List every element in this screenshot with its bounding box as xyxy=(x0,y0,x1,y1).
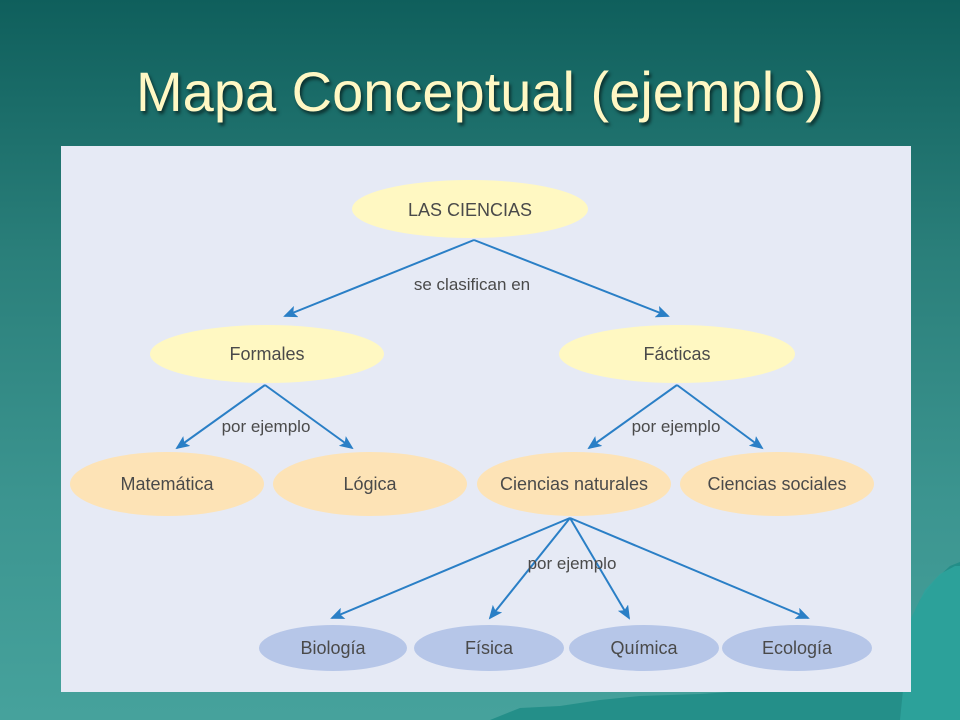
node-ciencias-naturales: Ciencias naturales xyxy=(477,452,671,516)
node-ciencias-sociales: Ciencias sociales xyxy=(680,452,874,516)
node-facticas: Fácticas xyxy=(559,325,795,383)
arrow-naturales-biologia xyxy=(330,517,571,619)
node-fisica: Física xyxy=(414,625,564,671)
arrow-naturales-fisica xyxy=(488,517,571,620)
link-label-por-ejemplo-formales: por ejemplo xyxy=(222,417,311,436)
node-biologia: Biología xyxy=(259,625,407,671)
arrow-naturales-quimica xyxy=(569,517,631,620)
node-label: Lógica xyxy=(343,474,397,494)
node-logica: Lógica xyxy=(273,452,467,516)
node-quimica: Química xyxy=(569,625,719,671)
slide-title: Mapa Conceptual (ejemplo) xyxy=(136,60,824,123)
arrow-facticas-naturales xyxy=(587,384,678,450)
node-label: Ciencias sociales xyxy=(707,474,846,494)
node-label: Ciencias naturales xyxy=(500,474,648,494)
node-label: Formales xyxy=(229,344,304,364)
node-ecologia: Ecología xyxy=(722,625,872,671)
node-label: LAS CIENCIAS xyxy=(408,200,532,220)
connectors xyxy=(175,239,810,620)
link-label-por-ejemplo-facticas: por ejemplo xyxy=(632,417,721,436)
node-label: Biología xyxy=(300,638,366,658)
node-matematica: Matemática xyxy=(70,452,264,516)
arrow-root-facticas xyxy=(473,239,670,318)
arrow-formales-matematica xyxy=(175,384,266,450)
node-label: Ecología xyxy=(762,638,833,658)
node-las-ciencias: LAS CIENCIAS xyxy=(352,180,588,238)
node-label: Química xyxy=(610,638,678,658)
node-formales: Formales xyxy=(150,325,384,383)
node-label: Matemática xyxy=(120,474,214,494)
arrow-root-formales xyxy=(283,239,475,318)
node-label: Física xyxy=(465,638,514,658)
link-label-por-ejemplo-naturales: por ejemplo xyxy=(528,554,617,573)
node-label: Fácticas xyxy=(643,344,710,364)
arrow-naturales-ecologia xyxy=(569,517,810,619)
arrow-formales-logica xyxy=(264,384,354,450)
link-label-se-clasifican: se clasifican en xyxy=(414,275,530,294)
arrow-facticas-sociales xyxy=(676,384,764,450)
